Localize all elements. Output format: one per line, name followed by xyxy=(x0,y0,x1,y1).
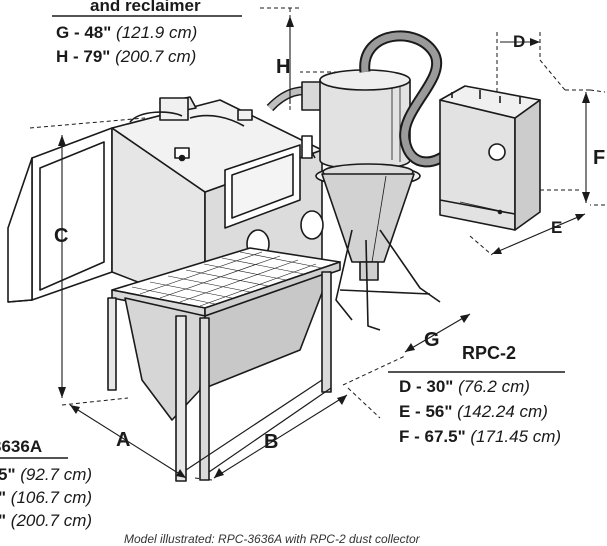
dimension-label-b: B xyxy=(264,431,279,453)
dimension-label-f: F xyxy=(593,147,606,169)
dimension-label-a: A xyxy=(116,429,131,451)
spec-metric: (171.45 cm) xyxy=(470,427,562,446)
spec-line-a: 5" (92.7 cm) xyxy=(0,466,92,483)
spec-metric: (200.7 cm) xyxy=(115,47,197,66)
spec-main: 5" xyxy=(0,465,16,484)
spec-main: F - 67.5" xyxy=(399,427,466,446)
spec-line-b: " (106.7 cm) xyxy=(0,489,92,506)
spec-main: D - 30" xyxy=(399,377,454,396)
blast-cabinet xyxy=(107,96,341,482)
spec-metric: (106.7 cm) xyxy=(10,488,93,507)
left-block-heading: 3636A xyxy=(0,437,43,456)
spec-line-f: F - 67.5" (171.45 cm) xyxy=(399,428,561,445)
rpc2-heading: RPC-2 xyxy=(462,343,517,363)
spec-metric: (121.9 cm) xyxy=(116,23,198,42)
grate-mesh xyxy=(131,251,323,307)
dimension-label-d: D xyxy=(513,32,526,51)
figure-caption: Model illustrated: RPC-3636A with RPC-2 … xyxy=(124,532,420,546)
spec-metric: (92.7 cm) xyxy=(20,465,93,484)
top-block-heading: and reclaimer xyxy=(90,0,201,15)
cabinet-door xyxy=(7,127,113,303)
spec-main: " xyxy=(0,488,6,507)
spec-main: G - 48" xyxy=(56,23,112,42)
spec-main: " xyxy=(0,511,6,530)
reclaimer-cyclone xyxy=(266,30,455,331)
spec-metric: (76.2 cm) xyxy=(458,377,530,396)
spec-main: E - 56" xyxy=(399,402,453,421)
dimension-label-h: H xyxy=(276,56,291,78)
dimension-arrows xyxy=(58,16,590,479)
dimension-label-e: E xyxy=(551,218,563,237)
spec-main: H - 79" xyxy=(56,47,111,66)
spec-line-e: E - 56" (142.24 cm) xyxy=(399,403,548,420)
dimension-label-c: C xyxy=(54,225,69,247)
spec-line-g: G - 48" (121.9 cm) xyxy=(56,24,197,41)
spec-metric: (142.24 cm) xyxy=(457,402,548,421)
spec-line-d: D - 30" (76.2 cm) xyxy=(399,378,530,395)
dust-collector xyxy=(439,85,541,231)
spec-metric: (200.7 cm) xyxy=(10,511,93,530)
dimension-label-g: G xyxy=(424,329,440,351)
spec-line-h: H - 79" (200.7 cm) xyxy=(56,48,196,65)
spec-line-c: " (200.7 cm) xyxy=(0,512,92,529)
